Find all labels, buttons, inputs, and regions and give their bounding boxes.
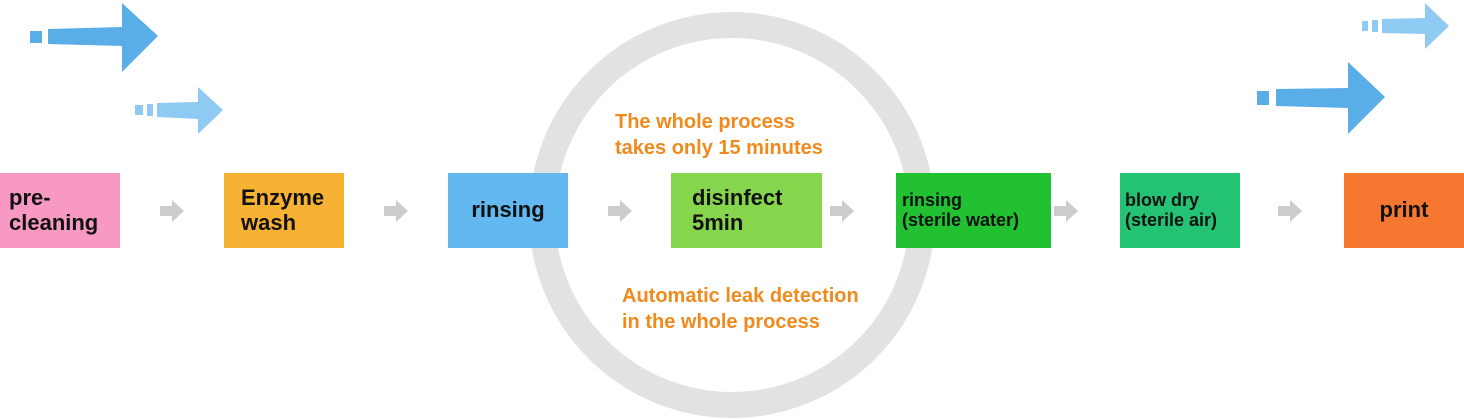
step-print: print bbox=[1344, 173, 1464, 248]
step-label-line2: cleaning bbox=[9, 209, 99, 235]
step-label-line1: rinsing bbox=[902, 189, 963, 210]
step-label-line2: (sterile water) bbox=[902, 209, 1020, 230]
step-label-line1: rinsing bbox=[471, 197, 545, 223]
step-pre-cleaning: pre- cleaning bbox=[0, 173, 120, 248]
step-rinsing: rinsing bbox=[448, 173, 568, 248]
leak-note-line1: Automatic leak detection bbox=[622, 285, 859, 307]
flow-arrow-icon bbox=[384, 200, 408, 222]
flow-arrow-icon bbox=[608, 200, 632, 222]
flow-arrow-icon bbox=[830, 200, 854, 222]
step-label-line1: disinfect bbox=[692, 185, 783, 211]
flow-arrow-icon bbox=[1054, 200, 1078, 222]
wind-arrow-icon bbox=[135, 87, 223, 134]
wind-arrow-icon bbox=[30, 3, 158, 72]
step-label-line1: Enzyme bbox=[241, 185, 325, 211]
wind-arrow-icon bbox=[1362, 3, 1449, 49]
step-label-line2: 5min bbox=[692, 209, 744, 235]
wind-arrow-icon bbox=[1257, 62, 1385, 134]
step-rinsing-sterile-water: rinsing (sterile water) bbox=[896, 173, 1051, 248]
duration-note-line1: The whole process bbox=[615, 111, 796, 133]
leak-note-line2: in the whole process bbox=[622, 311, 820, 333]
step-label-line2: wash bbox=[241, 209, 297, 235]
flow-arrow-icon bbox=[1278, 200, 1302, 222]
step-label-line2: (sterile air) bbox=[1125, 209, 1218, 230]
duration-note-line2: takes only 15 minutes bbox=[615, 137, 823, 159]
flow-arrow-icon bbox=[160, 200, 184, 222]
step-blow-dry: blow dry (sterile air) bbox=[1120, 173, 1240, 248]
step-disinfect: disinfect 5min bbox=[671, 173, 822, 248]
step-label-line1: print bbox=[1379, 197, 1429, 223]
duration-note: The whole process takes only 15 minutes bbox=[615, 109, 823, 161]
step-label-line1: blow dry bbox=[1125, 189, 1200, 210]
leak-detection-note: Automatic leak detection in the whole pr… bbox=[622, 283, 859, 335]
step-enzyme-wash: Enzyme wash bbox=[224, 173, 344, 248]
step-label-line1: pre- bbox=[9, 185, 51, 211]
